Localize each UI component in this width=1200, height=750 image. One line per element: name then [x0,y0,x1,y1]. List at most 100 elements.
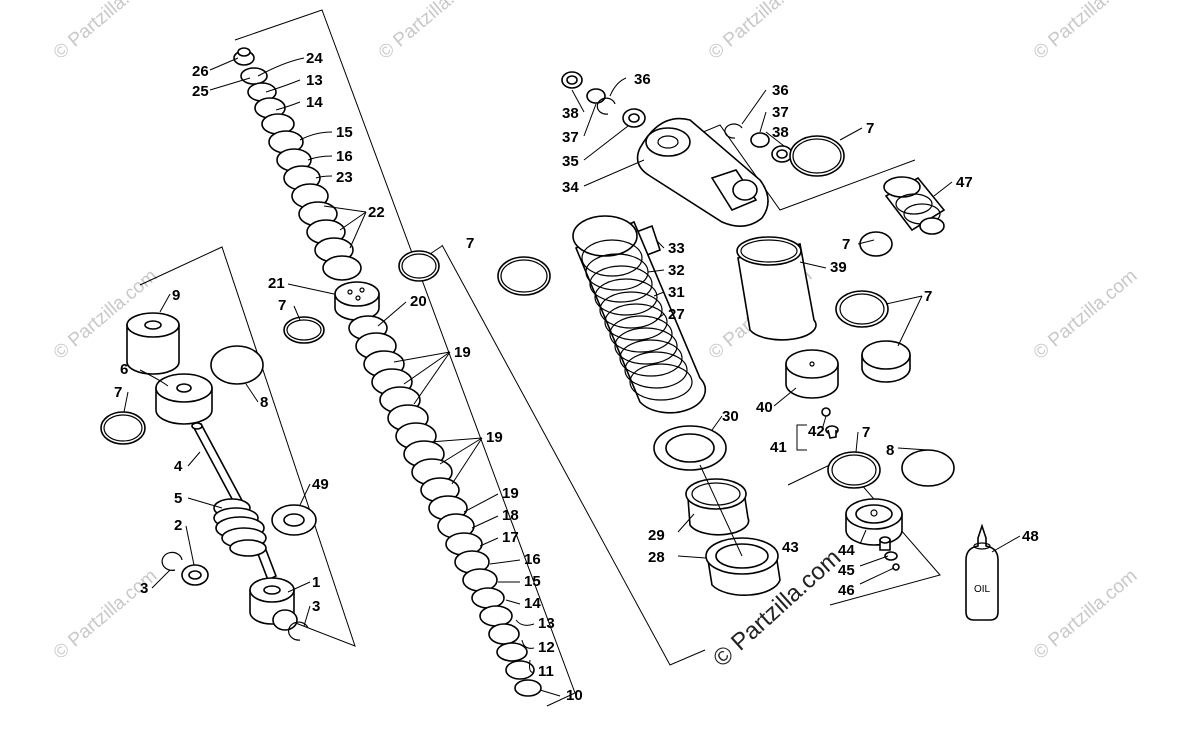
callout-14: 14 [524,595,541,612]
part-36-clip-left [596,97,616,115]
callout-7: 7 [924,288,932,305]
callout-16: 16 [524,551,541,568]
part-34-eyelet-head [636,117,769,227]
callout-41: 41 [770,439,787,456]
callout-7: 7 [114,384,122,401]
callout-11: 11 [538,663,554,680]
callout-42: 42 [808,423,825,440]
part-7-oring [497,256,551,296]
frame-piston-rod [139,246,356,647]
callout-7: 7 [866,120,874,137]
callout-37: 37 [772,104,789,121]
callout-24: 24 [306,50,323,67]
part-46-ball [892,563,900,571]
callout-37: 37 [562,129,579,146]
reservoir-assembly: OIL [561,71,999,621]
shim [488,623,520,645]
callout-4: 4 [174,458,183,475]
part-3-clip [161,551,183,571]
part-7-band [861,340,911,383]
shim [322,255,362,281]
part-25-washer [240,67,268,85]
callout-9: 9 [172,287,180,304]
callout-30: 30 [722,408,739,425]
part-45-plug [884,551,898,561]
part-6-top-cap [155,373,213,425]
callout-22: 22 [368,204,385,221]
callout-45: 45 [838,562,855,579]
part-38-cap-right [771,145,793,163]
part-8-disc [901,449,955,487]
part-37-seal-left [586,88,606,104]
callout-46: 46 [838,582,855,599]
callout-3: 3 [312,598,320,615]
shim [505,660,535,680]
callout-13: 13 [538,615,555,632]
part-10-washer [514,679,542,697]
watermark: © Partzilla.com [50,0,162,64]
callout-7: 7 [278,297,286,314]
part-29-collar [685,478,750,536]
watermark: © Partzilla.com [1030,565,1142,663]
part-3-clip [288,621,309,641]
part-47-valve [883,176,946,235]
leader-lines [123,57,1021,697]
callout-38: 38 [562,105,579,122]
callout-32: 32 [668,262,685,279]
part-7-oring [835,290,889,328]
part-30-washer [653,425,727,471]
callout-36: 36 [772,82,789,99]
watermark: © Partzilla.com [705,0,817,64]
watermark: © Partzilla.com [1030,0,1142,64]
callout-3: 3 [140,580,148,597]
callout-2: 2 [174,517,182,534]
callout-48: 48 [1022,528,1039,545]
part-43-cap [845,498,903,546]
part-42-check-ball [821,407,831,417]
part-7-oring [789,135,845,177]
callout-10: 10 [566,687,583,704]
callout-35: 35 [562,153,579,170]
part-7-oring [859,231,893,257]
watermark: © Partzilla.com [1030,265,1142,363]
part-7-oring [398,250,440,282]
callout-49: 49 [312,476,329,493]
piston-rod-assembly [100,312,317,641]
callout-13: 13 [306,72,323,89]
callout-8: 8 [886,442,894,459]
shim [471,587,505,609]
part-39-reservoir [736,236,817,341]
callout-7: 7 [862,424,870,441]
part-42-screw [825,425,839,439]
callout-16: 16 [336,148,353,165]
callout-39: 39 [830,259,847,276]
callout-43: 43 [782,539,799,556]
part-2-bushing [181,564,209,586]
part-21-piston [334,281,380,321]
callout-31: 31 [668,284,685,301]
part-38-cap-left [561,71,583,89]
part-26-nut [233,47,255,66]
callout-20: 20 [410,293,427,310]
callout-5: 5 [174,490,182,507]
watermark: © Partzilla.com [375,0,487,64]
part-7-oring [827,451,881,489]
part-49-washer [271,504,317,536]
shim [496,642,528,662]
alignment-line [699,464,743,557]
shim [479,605,513,627]
part-8-disc [210,345,264,385]
callout-27: 27 [668,306,685,323]
part-7-oring [283,316,325,344]
callout-47: 47 [956,174,973,191]
oil-bottle-label: OIL [974,584,991,595]
part-7-oring-left [100,411,146,445]
frame-spring-stack [234,9,576,707]
callout-19: 19 [486,429,503,446]
callout-33: 33 [668,240,685,257]
part-35-bushing [622,108,646,128]
part-40-floating-piston [785,349,839,399]
callout-26: 26 [192,63,209,80]
part-48-oil-bottle: OIL [965,523,999,621]
callout-17: 17 [502,529,519,546]
